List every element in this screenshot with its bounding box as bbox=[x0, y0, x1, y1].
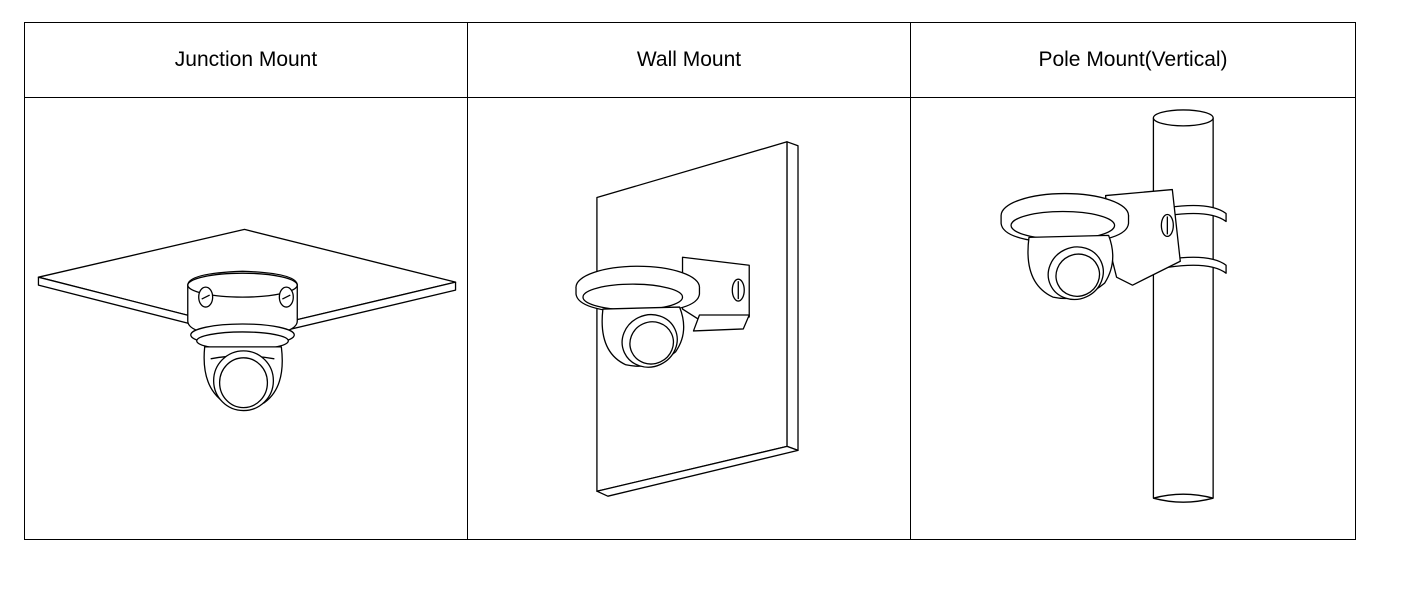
camera-wall-mount-drawing bbox=[468, 98, 910, 539]
wall-mount-header: Wall Mount bbox=[468, 23, 911, 98]
wall-mount-label: Wall Mount bbox=[636, 48, 742, 71]
camera-pole-mount-drawing bbox=[911, 98, 1355, 539]
mount-types-table: Junction Mount Wall Mount Pole Mount(Ver… bbox=[24, 22, 1356, 540]
pole-mount-cell bbox=[911, 98, 1355, 539]
junction-mount-header: Junction Mount bbox=[25, 23, 468, 98]
pole-mount-label: Pole Mount(Vertical) bbox=[1038, 48, 1228, 71]
junction-mount-cell bbox=[25, 98, 468, 539]
junction-mount-label: Junction Mount bbox=[174, 48, 318, 71]
pole-mount-header: Pole Mount(Vertical) bbox=[911, 23, 1355, 98]
wall-mount-cell bbox=[468, 98, 911, 539]
camera-junction-mount-drawing bbox=[25, 98, 467, 539]
